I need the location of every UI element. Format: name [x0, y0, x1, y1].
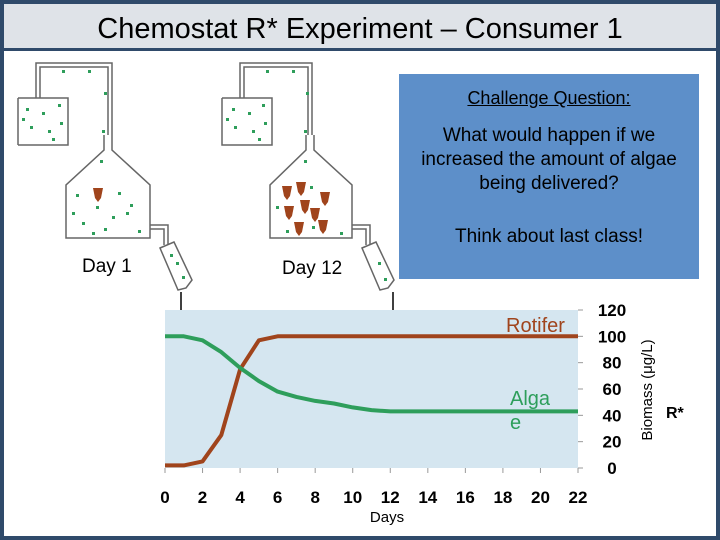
rotifer-icon — [296, 182, 306, 196]
x-axis-label: Days — [370, 509, 404, 526]
x-tick-label: 22 — [569, 488, 588, 507]
rotifer-icon — [284, 206, 294, 220]
biomass-chart: 0 2 4 6 8 10 12 14 16 18 20 22 0 20 40 60 80 100 120 Days… — [160, 301, 685, 526]
x-tick-label: 12 — [381, 488, 400, 507]
series-label-rotifer: Rotifer — [506, 315, 565, 337]
y-axis-label: Biomass (μg/L) — [639, 339, 656, 440]
y-tick-label: 100 — [598, 327, 626, 346]
r-star-annotation: R* — [666, 405, 685, 422]
title-bar: Chemostat R* Experiment – Consumer 1 — [4, 4, 716, 51]
series-line-rotifer — [165, 334, 578, 468]
callout-hint: Think about last class! — [455, 226, 643, 247]
x-tick-label: 0 — [160, 488, 169, 507]
x-tick-label: 4 — [235, 488, 245, 507]
rotifer-icon — [320, 192, 330, 206]
x-tick-label: 18 — [493, 488, 512, 507]
callout-question: What would happen if we increased the am… — [421, 125, 677, 194]
flask-day-12 — [269, 135, 395, 291]
x-tick-label: 6 — [273, 488, 282, 507]
series-line-alga — [165, 334, 578, 414]
chemostat-illustrations — [17, 62, 400, 328]
x-tick-label: 2 — [198, 488, 207, 507]
rotifer-icon — [310, 208, 320, 222]
rotifer-icon — [318, 220, 328, 234]
y-tick-label: 0 — [607, 459, 616, 478]
reservoir-day-12 — [221, 62, 313, 146]
y-tick-label: 120 — [598, 301, 626, 320]
rotifer-icon — [282, 186, 292, 200]
y-tick-label: 80 — [603, 354, 622, 373]
x-tick-label: 14 — [418, 488, 437, 507]
y-tick-label: 40 — [603, 406, 622, 425]
rotifer-icon — [294, 222, 304, 236]
x-tick-label: 16 — [456, 488, 475, 507]
reservoir-day-1 — [17, 62, 113, 146]
callout-heading: Challenge Question: — [467, 88, 631, 108]
y-tick-label: 20 — [603, 433, 622, 452]
x-tick-label: 20 — [531, 488, 550, 507]
x-tick-label: 8 — [310, 488, 319, 507]
rotifer-icon — [93, 188, 103, 202]
challenge-callout: Challenge Question: What would happen if… — [399, 74, 699, 279]
flask-day-1 — [65, 135, 193, 291]
slide-title: Chemostat R* Experiment – Consumer 1 — [97, 13, 623, 45]
rotifer-icon — [300, 200, 310, 214]
x-tick-label: 10 — [343, 488, 362, 507]
day-1-label: Day 1 — [82, 256, 132, 277]
y-tick-label: 60 — [603, 380, 622, 399]
day-12-label: Day 12 — [282, 258, 343, 279]
